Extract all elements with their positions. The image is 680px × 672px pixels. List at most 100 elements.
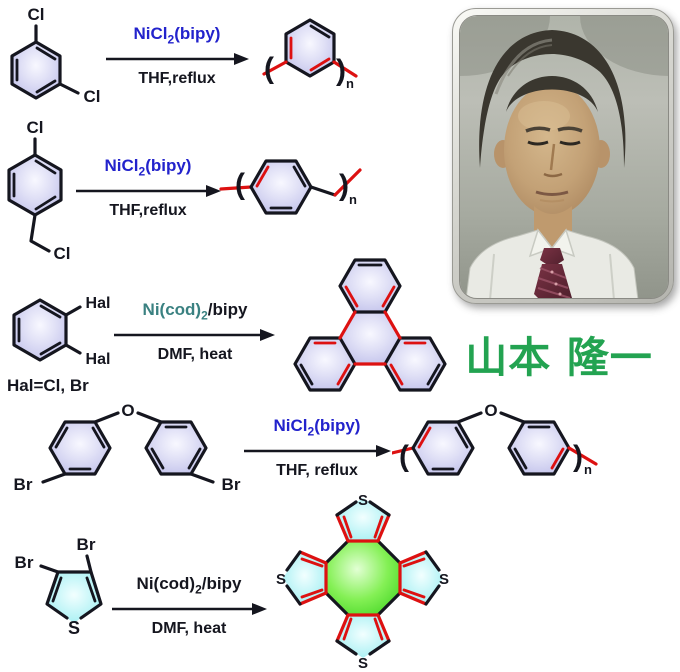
hal-definition-note: Hal=Cl, Br <box>7 376 89 395</box>
bond-to-br <box>189 472 215 484</box>
product-2-poly-benzylene: ( ) n <box>219 159 362 215</box>
hairline <box>506 76 598 112</box>
ether-bond <box>136 411 163 424</box>
reaction-arrow-icon <box>112 603 267 616</box>
catalyst-text: (bipy) <box>174 24 221 43</box>
repeat-subscript: n <box>346 76 354 91</box>
thiophene-ring-right: S <box>398 550 449 606</box>
open-paren: ( <box>399 440 409 473</box>
catalyst-subscript: 2 <box>167 32 175 47</box>
benzene-ring <box>507 420 571 476</box>
ch2-bond <box>309 185 337 197</box>
open-paren: ( <box>264 52 274 85</box>
catalyst-text: NiCl <box>133 24 168 43</box>
thiophene-ring <box>45 570 103 623</box>
atom-label-s: S <box>358 492 368 509</box>
reaction-3-arrow-block: Ni(cod)2/bipy DMF, heat <box>112 300 278 365</box>
reaction-3-conditions: DMF, heat <box>157 346 233 364</box>
reactant-1-dichlorobenzene: Cl Cl <box>10 5 101 106</box>
reactant-5-dibromothiophene: Br Br S <box>15 535 103 638</box>
close-paren: ) <box>339 169 349 202</box>
portrait-illustration <box>460 16 668 298</box>
reaction-arrow-icon <box>76 185 221 198</box>
reaction-5-arrow-block: Ni(cod)2/bipy DMF, heat <box>110 574 268 639</box>
thiophene-ring-bottom: S <box>335 613 391 672</box>
atom-label-br: Br <box>77 535 96 554</box>
reactant-4-dibromodiphenyl-ether: O Br Br <box>14 401 241 494</box>
catalyst-subscript: 2 <box>307 424 315 439</box>
reaction-1-arrow-block: NiCl2(bipy) THF,reflux <box>104 24 250 89</box>
benzene-ring <box>144 420 208 476</box>
catalyst-text: (bipy) <box>145 156 192 175</box>
reaction-4-arrow-block: NiCl2(bipy) THF, reflux <box>242 416 392 481</box>
catalyst-text: /bipy <box>207 300 248 319</box>
person <box>465 30 639 298</box>
polymer-bond <box>567 446 598 466</box>
catalyst-text: (bipy) <box>314 416 361 435</box>
benzene-ring <box>284 18 336 78</box>
benzene-ring <box>12 298 68 362</box>
atom-label-br: Br <box>14 475 33 494</box>
atom-label-o: O <box>484 401 497 420</box>
atom-label-br: Br <box>222 475 241 494</box>
atom-label-s: S <box>358 655 368 672</box>
reaction-1-catalyst: NiCl2(bipy) <box>134 24 221 49</box>
catalyst-subscript: 2 <box>138 164 146 179</box>
atom-label-hal: Hal <box>86 351 111 368</box>
atom-label-cl: Cl <box>54 244 71 263</box>
reaction-2-conditions: THF,reflux <box>109 202 187 220</box>
catalyst-subscript: 2 <box>195 582 202 597</box>
reaction-5-conditions: DMF, heat <box>151 620 227 638</box>
reaction-3-catalyst: Ni(cod)2/bipy <box>143 300 248 325</box>
catalyst-text: /bipy <box>201 574 242 593</box>
catalyst-text: Ni(cod) <box>142 300 202 319</box>
polymer-bond <box>219 185 253 191</box>
product-4-poly-phenylene-ether: O ( ) n <box>392 401 598 477</box>
reactant-2-chlorobenzyl-chloride: Cl Cl <box>7 118 71 263</box>
reaction-2-catalyst: NiCl2(bipy) <box>105 156 192 181</box>
new-aryl-bond <box>338 310 357 340</box>
bond-to-hal <box>64 343 82 355</box>
repeat-subscript: n <box>584 462 592 477</box>
bond-to-cl <box>58 82 80 95</box>
polymer-bond <box>333 168 362 197</box>
eyebrow <box>557 126 583 133</box>
benzene-ring <box>48 420 112 476</box>
bond-to-hal <box>64 305 82 317</box>
tie-knot <box>540 248 564 268</box>
catalyst-subscript: 2 <box>201 308 208 323</box>
open-paren: ( <box>235 168 245 201</box>
thiophene-ring-top: S <box>335 492 391 543</box>
benzene-ring <box>7 153 63 217</box>
atom-label-s: S <box>276 571 286 588</box>
atom-label-br: Br <box>15 553 34 572</box>
benzene-ring <box>249 159 313 215</box>
close-paren: ) <box>336 54 346 87</box>
reactant-3-dihalobenzene: Hal Hal Hal=Cl, Br <box>7 295 111 395</box>
eyebrow <box>525 126 551 133</box>
product-5-tetrathienylene: S S S S <box>276 492 449 672</box>
product-1-poly-m-phenylene: ( ) n <box>262 18 358 91</box>
ch2cl-bonds <box>29 213 51 253</box>
reaction-4-conditions: THF, reflux <box>276 462 358 480</box>
repeat-subscript: n <box>349 192 357 207</box>
catalyst-text: NiCl <box>273 416 308 435</box>
ether-bond <box>499 411 526 424</box>
atom-label-s: S <box>439 571 449 588</box>
atom-label-hal: Hal <box>86 295 111 312</box>
portrait-photo-frame <box>452 8 674 304</box>
cyclooctatetraene-core <box>324 539 402 617</box>
benzene-ring <box>411 420 475 476</box>
mouth <box>535 190 569 196</box>
reaction-arrow-icon <box>114 329 275 342</box>
polymer-bond <box>332 60 358 78</box>
bond-to-br <box>41 472 67 484</box>
eye <box>527 140 549 146</box>
new-aryl-bond <box>383 310 402 340</box>
portrait-photo <box>459 15 669 299</box>
polymer-bond <box>262 60 288 76</box>
triphenylene-structure <box>293 258 447 392</box>
atom-label-cl: Cl <box>28 5 45 24</box>
bond-to-br <box>39 564 60 574</box>
benzene-ring <box>10 40 62 100</box>
